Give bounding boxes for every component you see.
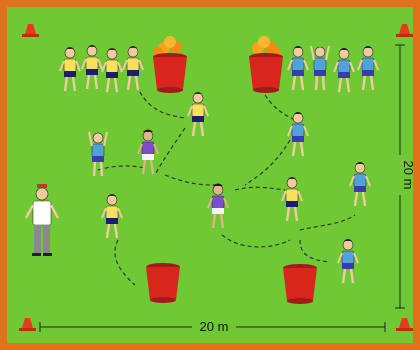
running-paths xyxy=(97,91,356,286)
cone-top-left xyxy=(22,24,39,37)
cone-top-right xyxy=(396,24,413,37)
cone-bottom-right xyxy=(396,318,413,331)
width-label: 20 m xyxy=(200,319,229,334)
referee xyxy=(24,184,60,256)
height-label: 20 m xyxy=(401,161,416,190)
bucket-top-right xyxy=(249,36,283,93)
bucket-top-left xyxy=(153,36,187,93)
bucket-bottom-left xyxy=(146,263,180,303)
cone-bottom-left xyxy=(19,318,36,331)
bucket-bottom-right xyxy=(283,264,317,304)
